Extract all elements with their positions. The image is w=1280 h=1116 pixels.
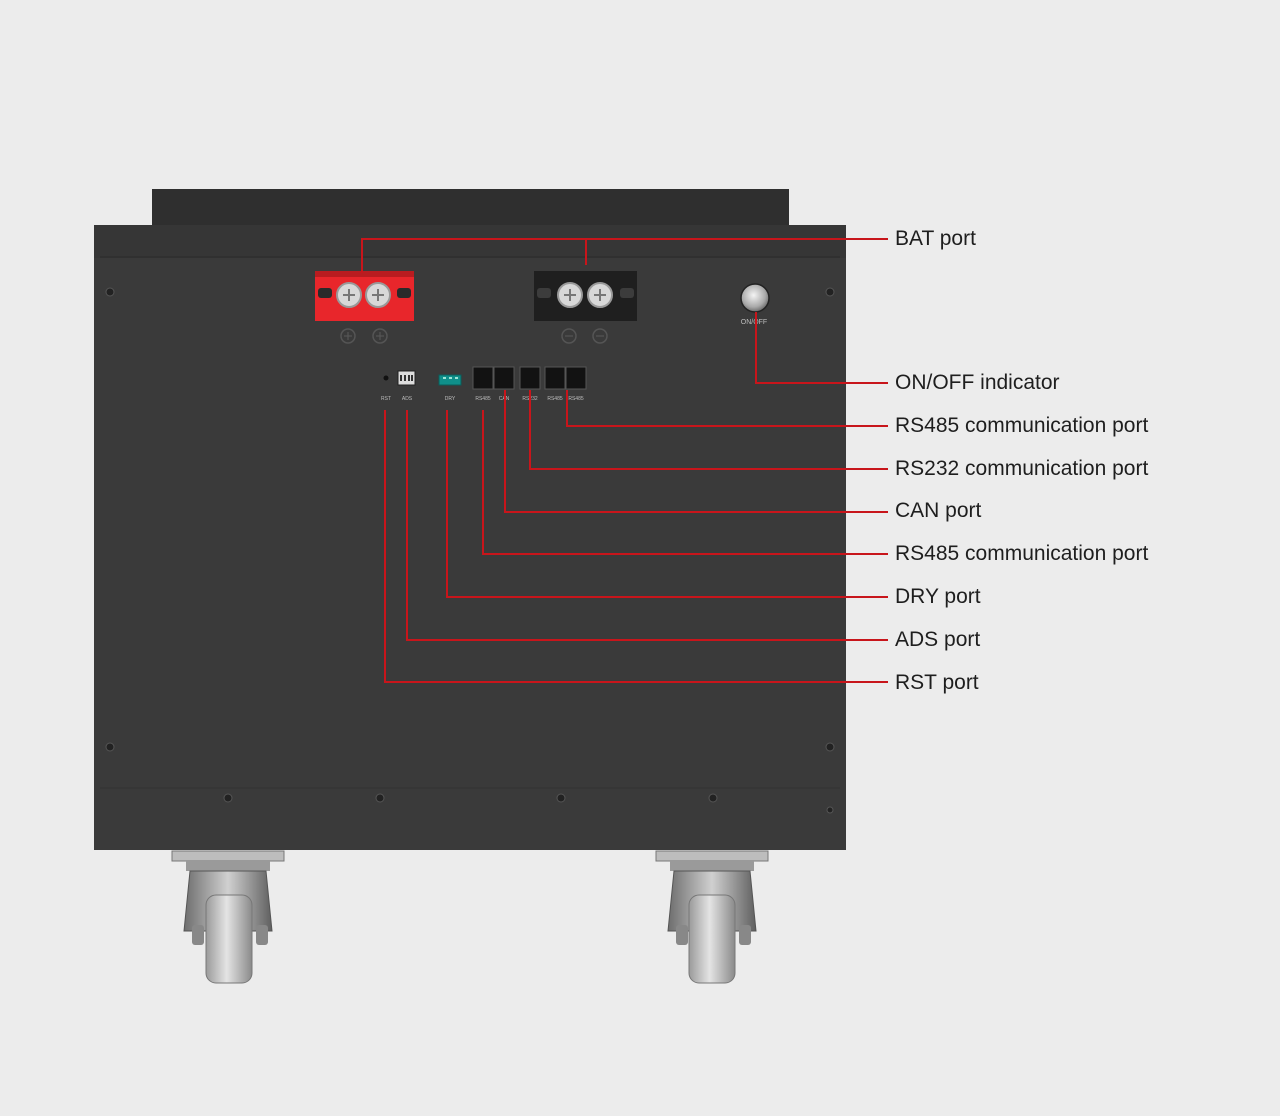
- rs485-b2-port-label: RS485: [568, 396, 584, 402]
- left-caster: [171, 850, 285, 984]
- leader-line-rst-port: [384, 410, 888, 683]
- cabinet-screws: [105, 287, 835, 814]
- on-off-button-label: ON/OFF: [741, 319, 767, 326]
- cabinet-top-band: [94, 225, 846, 258]
- rj45-can: [493, 366, 515, 390]
- rst-port-label: RST: [381, 396, 391, 402]
- leader-line-ads-port: [406, 410, 888, 641]
- callout-can-port: CAN port: [895, 499, 982, 522]
- dry-port-label: DRY: [445, 396, 456, 402]
- cabinet-body: [94, 225, 846, 850]
- callout-rs232-port: RS232 communication port: [895, 457, 1149, 480]
- callout-ads-port: ADS port: [895, 628, 981, 651]
- callout-rst-port: RST port: [895, 671, 979, 694]
- rs485-b1-port-label: RS485: [547, 396, 563, 402]
- leader-line-on-off-indicator: [755, 312, 888, 384]
- rj45-rs485-b1: [544, 366, 566, 390]
- leader-line-can-port: [504, 390, 888, 513]
- callout-rs485-port-left: RS485 communication port: [895, 542, 1149, 565]
- rs485-a-port-label: RS485: [475, 396, 491, 402]
- cabinet-lid: [152, 189, 789, 229]
- right-caster: [655, 850, 769, 984]
- leader-line-rs485-port-left: [482, 410, 888, 555]
- leader-line-rs485-port-right: [566, 390, 888, 427]
- callout-bat-port: BAT port: [895, 227, 976, 250]
- callout-dry-port: DRY port: [895, 585, 981, 608]
- rj11-rs232: [519, 366, 541, 390]
- callout-rs485-port-right: RS485 communication port: [895, 414, 1149, 437]
- rj45-rs485-a: [472, 366, 494, 390]
- leader-line-bat-port: [361, 238, 888, 273]
- positive-terminal-block: [315, 271, 414, 344]
- port-panel: RST ADS DRY RS485 CAN RS232 RS485 RS485: [381, 366, 587, 402]
- on-off-button: ON/OFF: [740, 283, 770, 326]
- negative-terminal-block: [534, 271, 637, 344]
- ads-port-label: ADS: [402, 396, 413, 402]
- rj45-rs485-b2: [565, 366, 587, 390]
- callout-on-off-indicator: ON/OFF indicator: [895, 371, 1060, 394]
- leader-lines: [361, 238, 888, 683]
- rst-port-hole: [383, 375, 389, 381]
- leader-line-dry-port: [446, 410, 888, 598]
- dry-contact-connector: [438, 374, 462, 386]
- leader-line-rs232-port: [529, 390, 888, 470]
- ads-dip-switch: [397, 370, 416, 386]
